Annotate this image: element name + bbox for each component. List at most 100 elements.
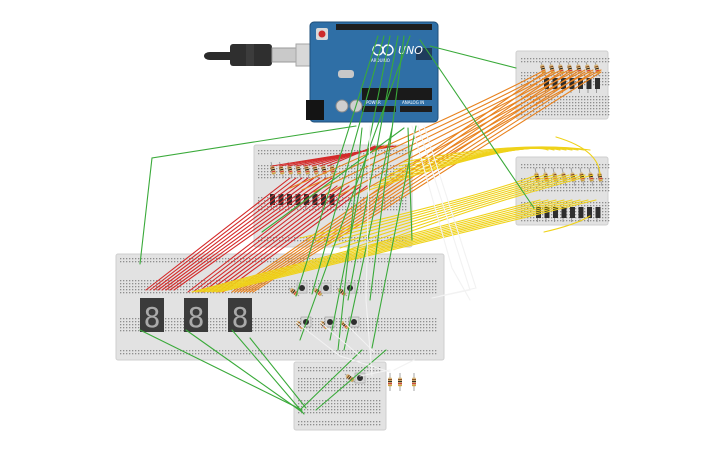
pushbutton-cap[interactable] bbox=[357, 375, 363, 381]
led[interactable] bbox=[312, 194, 318, 205]
led[interactable] bbox=[321, 194, 326, 205]
resistor[interactable] bbox=[388, 373, 392, 391]
seven-segment-display-3[interactable]: 8 bbox=[228, 298, 252, 334]
led[interactable] bbox=[287, 194, 292, 205]
wire-red[interactable] bbox=[192, 185, 332, 293]
pushbutton-cap[interactable] bbox=[323, 285, 329, 291]
wire-yellow[interactable] bbox=[219, 199, 597, 293]
resistor[interactable] bbox=[567, 61, 573, 77]
wire-red[interactable] bbox=[202, 185, 344, 293]
wire-orange[interactable] bbox=[289, 69, 546, 189]
wire-green[interactable] bbox=[139, 329, 303, 411]
wire-green[interactable] bbox=[231, 329, 305, 415]
wire-green[interactable] bbox=[249, 337, 307, 409]
led[interactable] bbox=[587, 207, 592, 218]
wire-green[interactable] bbox=[295, 35, 379, 297]
wire-red[interactable] bbox=[161, 177, 315, 291]
wire-yellow[interactable] bbox=[355, 174, 594, 253]
wire-yellow[interactable] bbox=[543, 215, 591, 233]
led[interactable] bbox=[553, 207, 558, 218]
led[interactable] bbox=[595, 78, 600, 89]
wire-white[interactable] bbox=[393, 359, 415, 371]
digital-header[interactable] bbox=[336, 24, 432, 30]
wire-green[interactable] bbox=[371, 125, 417, 349]
wire-white[interactable] bbox=[359, 369, 391, 377]
wire-red[interactable] bbox=[212, 185, 356, 293]
led[interactable] bbox=[329, 194, 335, 205]
wire-red[interactable] bbox=[157, 177, 309, 291]
wire-green[interactable] bbox=[343, 127, 393, 351]
wire-yellow[interactable] bbox=[215, 199, 589, 293]
resistor[interactable] bbox=[304, 161, 310, 179]
pushbutton-cap[interactable] bbox=[351, 319, 357, 325]
pushbutton-cap[interactable] bbox=[299, 285, 305, 291]
wire-orange[interactable] bbox=[373, 69, 602, 203]
led[interactable] bbox=[561, 78, 566, 89]
wire-orange[interactable] bbox=[313, 69, 562, 193]
wire-green[interactable] bbox=[429, 45, 517, 69]
wire-green[interactable] bbox=[419, 39, 535, 209]
wire-yellow[interactable] bbox=[555, 136, 601, 177]
wire-red[interactable] bbox=[222, 185, 368, 293]
wire-yellow[interactable] bbox=[331, 174, 570, 247]
led[interactable] bbox=[544, 78, 549, 89]
resistor[interactable] bbox=[270, 161, 276, 179]
led[interactable] bbox=[561, 207, 567, 218]
resistor[interactable] bbox=[412, 373, 416, 391]
arduino-uno-board[interactable]: UNO ARDUINO POWER ANALOG IN bbox=[306, 21, 439, 123]
wire-yellow[interactable] bbox=[207, 199, 573, 293]
wire-red[interactable] bbox=[187, 185, 326, 293]
wire-red[interactable] bbox=[165, 177, 321, 291]
wire-green[interactable] bbox=[407, 127, 413, 241]
wire-red[interactable] bbox=[153, 177, 303, 291]
resistor[interactable] bbox=[312, 161, 319, 179]
power-header[interactable] bbox=[362, 106, 396, 112]
seven-segment-display-1[interactable]: 8 bbox=[140, 298, 164, 334]
resistor[interactable] bbox=[597, 167, 603, 187]
wire-yellow[interactable] bbox=[199, 199, 557, 293]
resistor[interactable] bbox=[398, 373, 402, 391]
wire-yellow[interactable] bbox=[368, 147, 549, 191]
led[interactable] bbox=[595, 207, 601, 218]
wire-white[interactable] bbox=[417, 125, 471, 299]
wire-white[interactable] bbox=[411, 125, 471, 301]
pushbutton[interactable] bbox=[324, 316, 336, 328]
wire-green[interactable] bbox=[337, 127, 363, 351]
resistor[interactable] bbox=[287, 161, 293, 179]
wire-green[interactable] bbox=[185, 329, 303, 413]
wire-white[interactable] bbox=[319, 321, 361, 357]
wire-white[interactable] bbox=[343, 321, 375, 353]
wire-green[interactable] bbox=[315, 349, 387, 411]
pushbutton[interactable] bbox=[320, 282, 332, 294]
led[interactable] bbox=[569, 78, 575, 89]
wire-green[interactable] bbox=[311, 35, 385, 295]
pushbutton-cap[interactable] bbox=[327, 319, 333, 325]
wire-red[interactable] bbox=[173, 177, 333, 291]
wire-red[interactable] bbox=[149, 177, 297, 291]
wire-orange[interactable] bbox=[237, 71, 562, 293]
wire-yellow[interactable] bbox=[339, 174, 578, 249]
wire-green[interactable] bbox=[369, 35, 405, 301]
wire-yellow[interactable] bbox=[347, 174, 586, 251]
pushbutton[interactable] bbox=[354, 372, 366, 384]
led[interactable] bbox=[586, 78, 592, 89]
led[interactable] bbox=[552, 78, 558, 89]
wire-green[interactable] bbox=[347, 35, 399, 301]
wire-yellow[interactable] bbox=[211, 199, 581, 293]
seven-segment-display-2[interactable]: 8 bbox=[184, 298, 208, 334]
led[interactable] bbox=[578, 207, 584, 218]
wire-orange[interactable] bbox=[252, 71, 602, 293]
led[interactable] bbox=[295, 194, 301, 205]
led[interactable] bbox=[570, 207, 575, 218]
wire-yellow[interactable] bbox=[323, 174, 562, 245]
pushbutton[interactable] bbox=[296, 282, 308, 294]
wire-yellow[interactable] bbox=[203, 199, 565, 293]
resistor[interactable] bbox=[579, 167, 585, 187]
led[interactable] bbox=[278, 194, 284, 205]
usb-cable[interactable] bbox=[204, 43, 313, 67]
wire-white[interactable] bbox=[295, 321, 391, 373]
wire-white[interactable] bbox=[365, 125, 373, 377]
wire-yellow[interactable] bbox=[307, 174, 546, 241]
wire-red[interactable] bbox=[145, 177, 291, 291]
